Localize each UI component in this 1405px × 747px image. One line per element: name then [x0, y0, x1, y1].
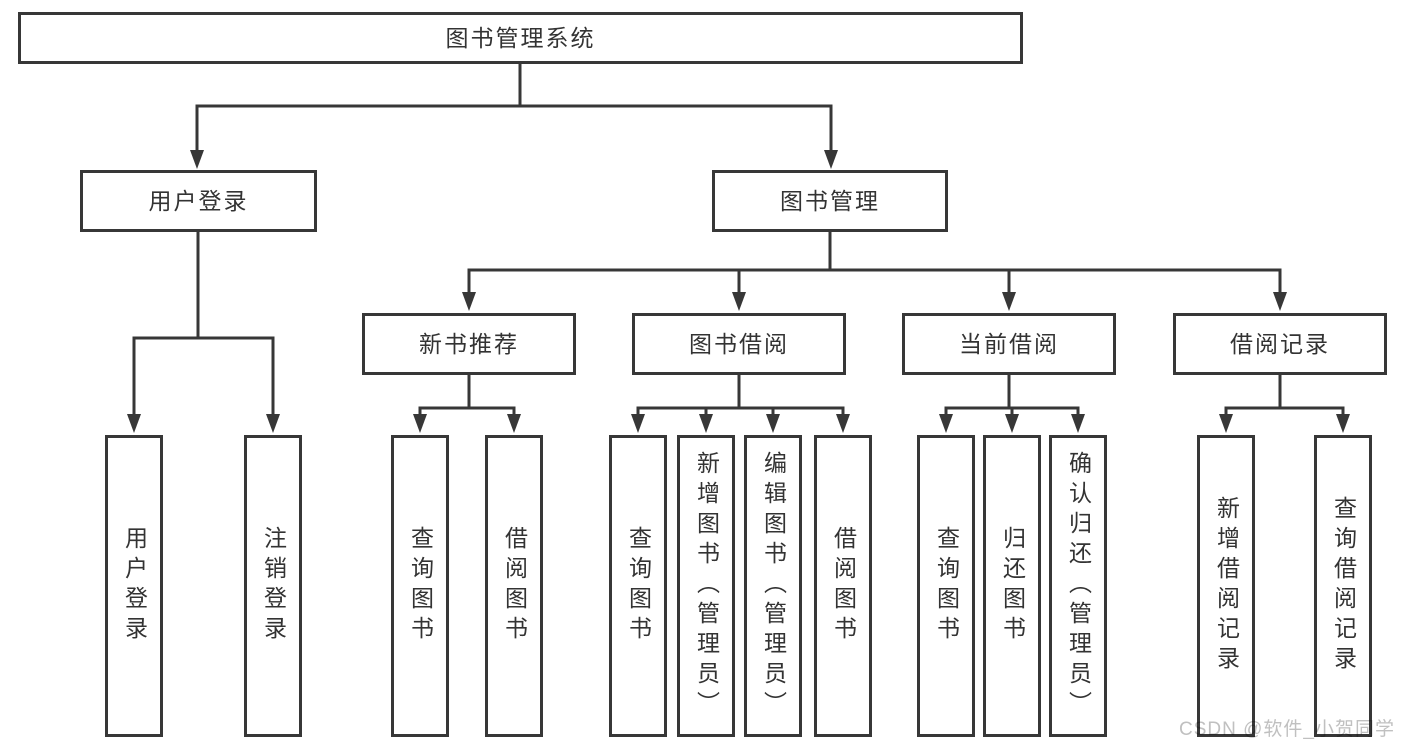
node-user-login-label: 用户登录: [148, 187, 249, 214]
leaf-query-books-borrow-label: 查询图书: [625, 526, 652, 646]
node-book-management-label: 图书管理: [780, 187, 880, 214]
node-current-borrow: 当前借阅: [902, 313, 1116, 375]
node-new-book-recommend: 新书推荐: [362, 313, 576, 375]
node-root-system: 图书管理系统: [18, 12, 1023, 64]
leaf-logout-label: 注销登录: [260, 526, 287, 646]
leaf-return-books: 归还图书: [983, 435, 1041, 737]
leaf-query-borrow-record-label: 查询借阅记录: [1330, 496, 1357, 676]
node-current-borrow-label: 当前借阅: [959, 330, 1059, 357]
node-book-borrow-label: 图书借阅: [689, 330, 789, 357]
node-user-login: 用户登录: [80, 170, 317, 232]
leaf-query-books-current: 查询图书: [917, 435, 975, 737]
leaf-query-books-current-label: 查询图书: [933, 526, 960, 646]
leaf-confirm-return-admin: 确认归还（管理员）: [1049, 435, 1107, 737]
node-book-management: 图书管理: [712, 170, 948, 232]
leaf-add-books-admin: 新增图书（管理员）: [677, 435, 735, 737]
node-book-borrow: 图书借阅: [632, 313, 846, 375]
leaf-user-login: 用户登录: [105, 435, 163, 737]
leaf-borrow-books-recommend: 借阅图书: [485, 435, 543, 737]
leaf-query-books-recommend: 查询图书: [391, 435, 449, 737]
leaf-borrow-books-recommend-label: 借阅图书: [501, 526, 528, 646]
leaf-return-books-label: 归还图书: [999, 526, 1026, 646]
leaf-borrow-books: 借阅图书: [814, 435, 872, 737]
node-new-book-recommend-label: 新书推荐: [419, 330, 519, 357]
node-borrow-records-label: 借阅记录: [1230, 330, 1330, 357]
leaf-borrow-books-label: 借阅图书: [830, 526, 857, 646]
csdn-watermark: CSDN @软件_小贺同学: [1179, 719, 1395, 740]
leaf-confirm-return-admin-label: 确认归还（管理员）: [1065, 451, 1092, 721]
node-root-label: 图书管理系统: [445, 24, 596, 51]
leaf-query-borrow-record: 查询借阅记录: [1314, 435, 1372, 737]
leaf-edit-books-admin-label: 编辑图书（管理员）: [760, 451, 787, 721]
leaf-user-login-label: 用户登录: [121, 526, 148, 646]
leaf-edit-books-admin: 编辑图书（管理员）: [744, 435, 802, 737]
leaf-add-borrow-record-label: 新增借阅记录: [1213, 496, 1240, 676]
leaf-query-books-recommend-label: 查询图书: [407, 526, 434, 646]
node-borrow-records: 借阅记录: [1173, 313, 1387, 375]
leaf-add-books-admin-label: 新增图书（管理员）: [693, 451, 720, 721]
leaf-query-books-borrow: 查询图书: [609, 435, 667, 737]
leaf-logout: 注销登录: [244, 435, 302, 737]
leaf-add-borrow-record: 新增借阅记录: [1197, 435, 1255, 737]
